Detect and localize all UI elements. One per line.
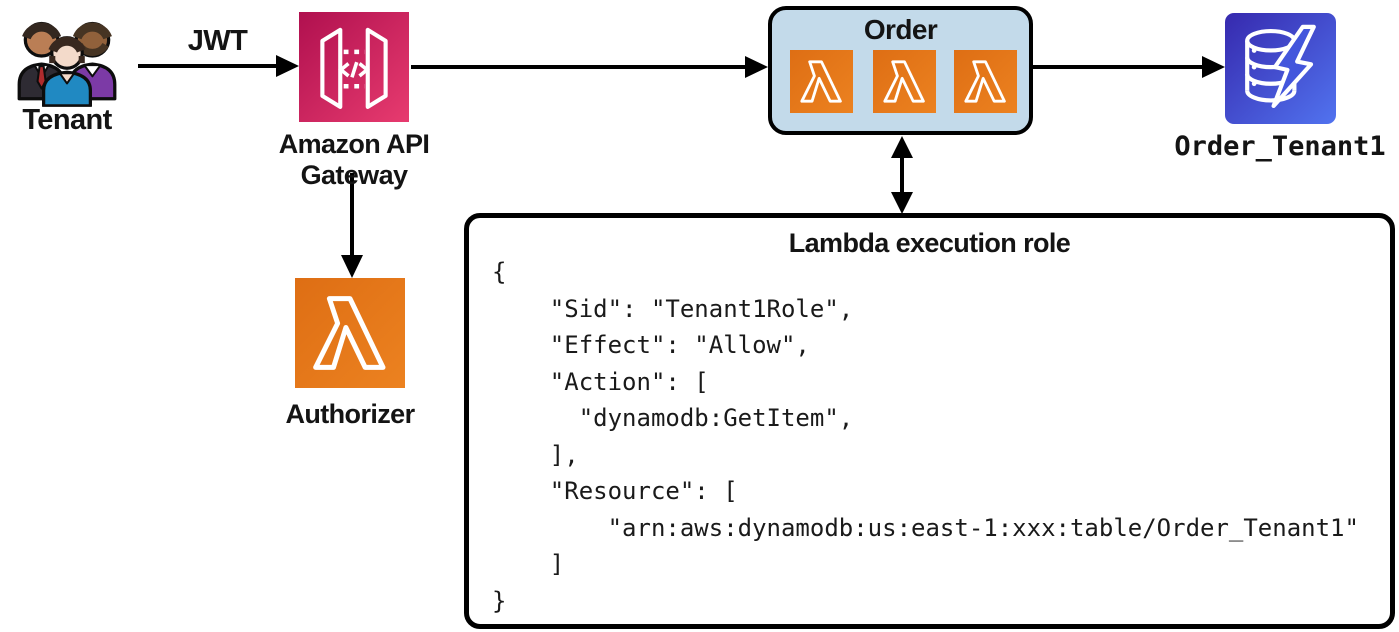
jwt-arrowhead [276,55,299,77]
api-gateway-label: Amazon API Gateway [278,129,430,190]
lambda-authorizer-icon [295,278,405,388]
tenant-users-icon [6,5,128,107]
lambda-icon [873,50,936,113]
gateway-to-authorizer-arrowhead [341,255,363,278]
lambda-icon [954,50,1017,113]
tenant-label: Tenant [22,104,112,136]
dynamodb-table-label: Order_Tenant1 [1174,131,1386,162]
dynamodb-icon [1225,13,1336,124]
lambda-execution-role-box: Lambda execution role { "Sid": "Tenant1R… [464,213,1395,629]
order-group-box: Order [768,6,1033,135]
order-role-down-arrowhead [891,192,913,214]
order-group-title: Order [863,14,938,45]
gateway-to-order-arrowhead [745,56,768,78]
authorizer-label: Authorizer [285,399,415,429]
lambda-execution-role-title: Lambda execution role [788,228,1071,258]
lambda-icon [790,50,853,113]
iam-policy-code: { "Sid": "Tenant1Role", "Effect": "Allow… [492,258,1359,615]
api-gateway-icon [299,12,409,122]
order-role-up-arrowhead [891,136,913,158]
order-to-dynamodb-arrowhead [1202,56,1225,78]
jwt-edge-label: JWT [187,25,248,57]
